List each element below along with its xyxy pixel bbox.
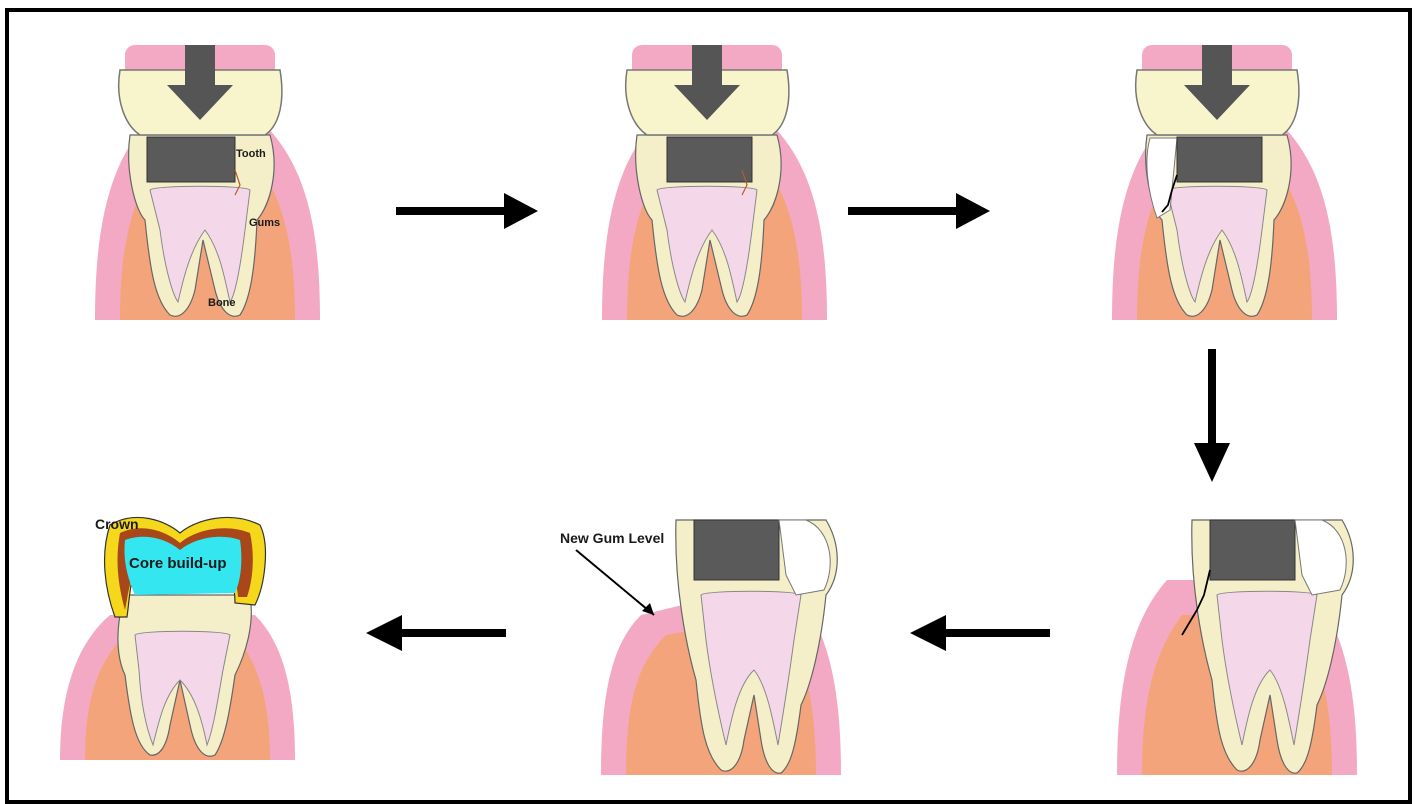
flow-arrow-2 xyxy=(848,193,990,229)
arrow-right-icon xyxy=(956,193,990,229)
flow-arrow-5 xyxy=(366,615,506,651)
crown-label: Crown xyxy=(95,516,139,532)
flow-arrow-3 xyxy=(1194,349,1230,482)
stage-6-tooth: Crown Core build-up xyxy=(60,516,295,760)
gum-level-pointer xyxy=(576,550,654,615)
arrow-left-icon xyxy=(910,615,946,651)
stage-5-tooth: New Gum Level xyxy=(560,520,841,775)
filling xyxy=(694,520,779,580)
flow-arrow-1 xyxy=(396,193,538,229)
new-gum-level-label: New Gum Level xyxy=(560,530,664,546)
arrow-right-icon xyxy=(504,193,538,229)
filling xyxy=(667,137,752,182)
flow-arrow-4 xyxy=(910,615,1050,651)
stage-3-tooth xyxy=(1112,45,1337,320)
stage-1-tooth: Tooth Gums Bone xyxy=(95,45,320,320)
filling xyxy=(147,137,235,182)
filling xyxy=(1210,520,1295,580)
stage-2-tooth xyxy=(602,45,827,320)
tooth-label: Tooth xyxy=(236,148,266,160)
bone-label: Bone xyxy=(208,297,236,309)
filling xyxy=(1177,137,1262,182)
arrow-down-icon xyxy=(1194,443,1230,482)
stage-4-tooth xyxy=(1117,520,1357,775)
gum-level-pointer-head xyxy=(642,603,654,615)
arrow-left-icon xyxy=(366,615,402,651)
gums-label: Gums xyxy=(249,217,280,229)
core-build-up-label: Core build-up xyxy=(129,555,227,572)
